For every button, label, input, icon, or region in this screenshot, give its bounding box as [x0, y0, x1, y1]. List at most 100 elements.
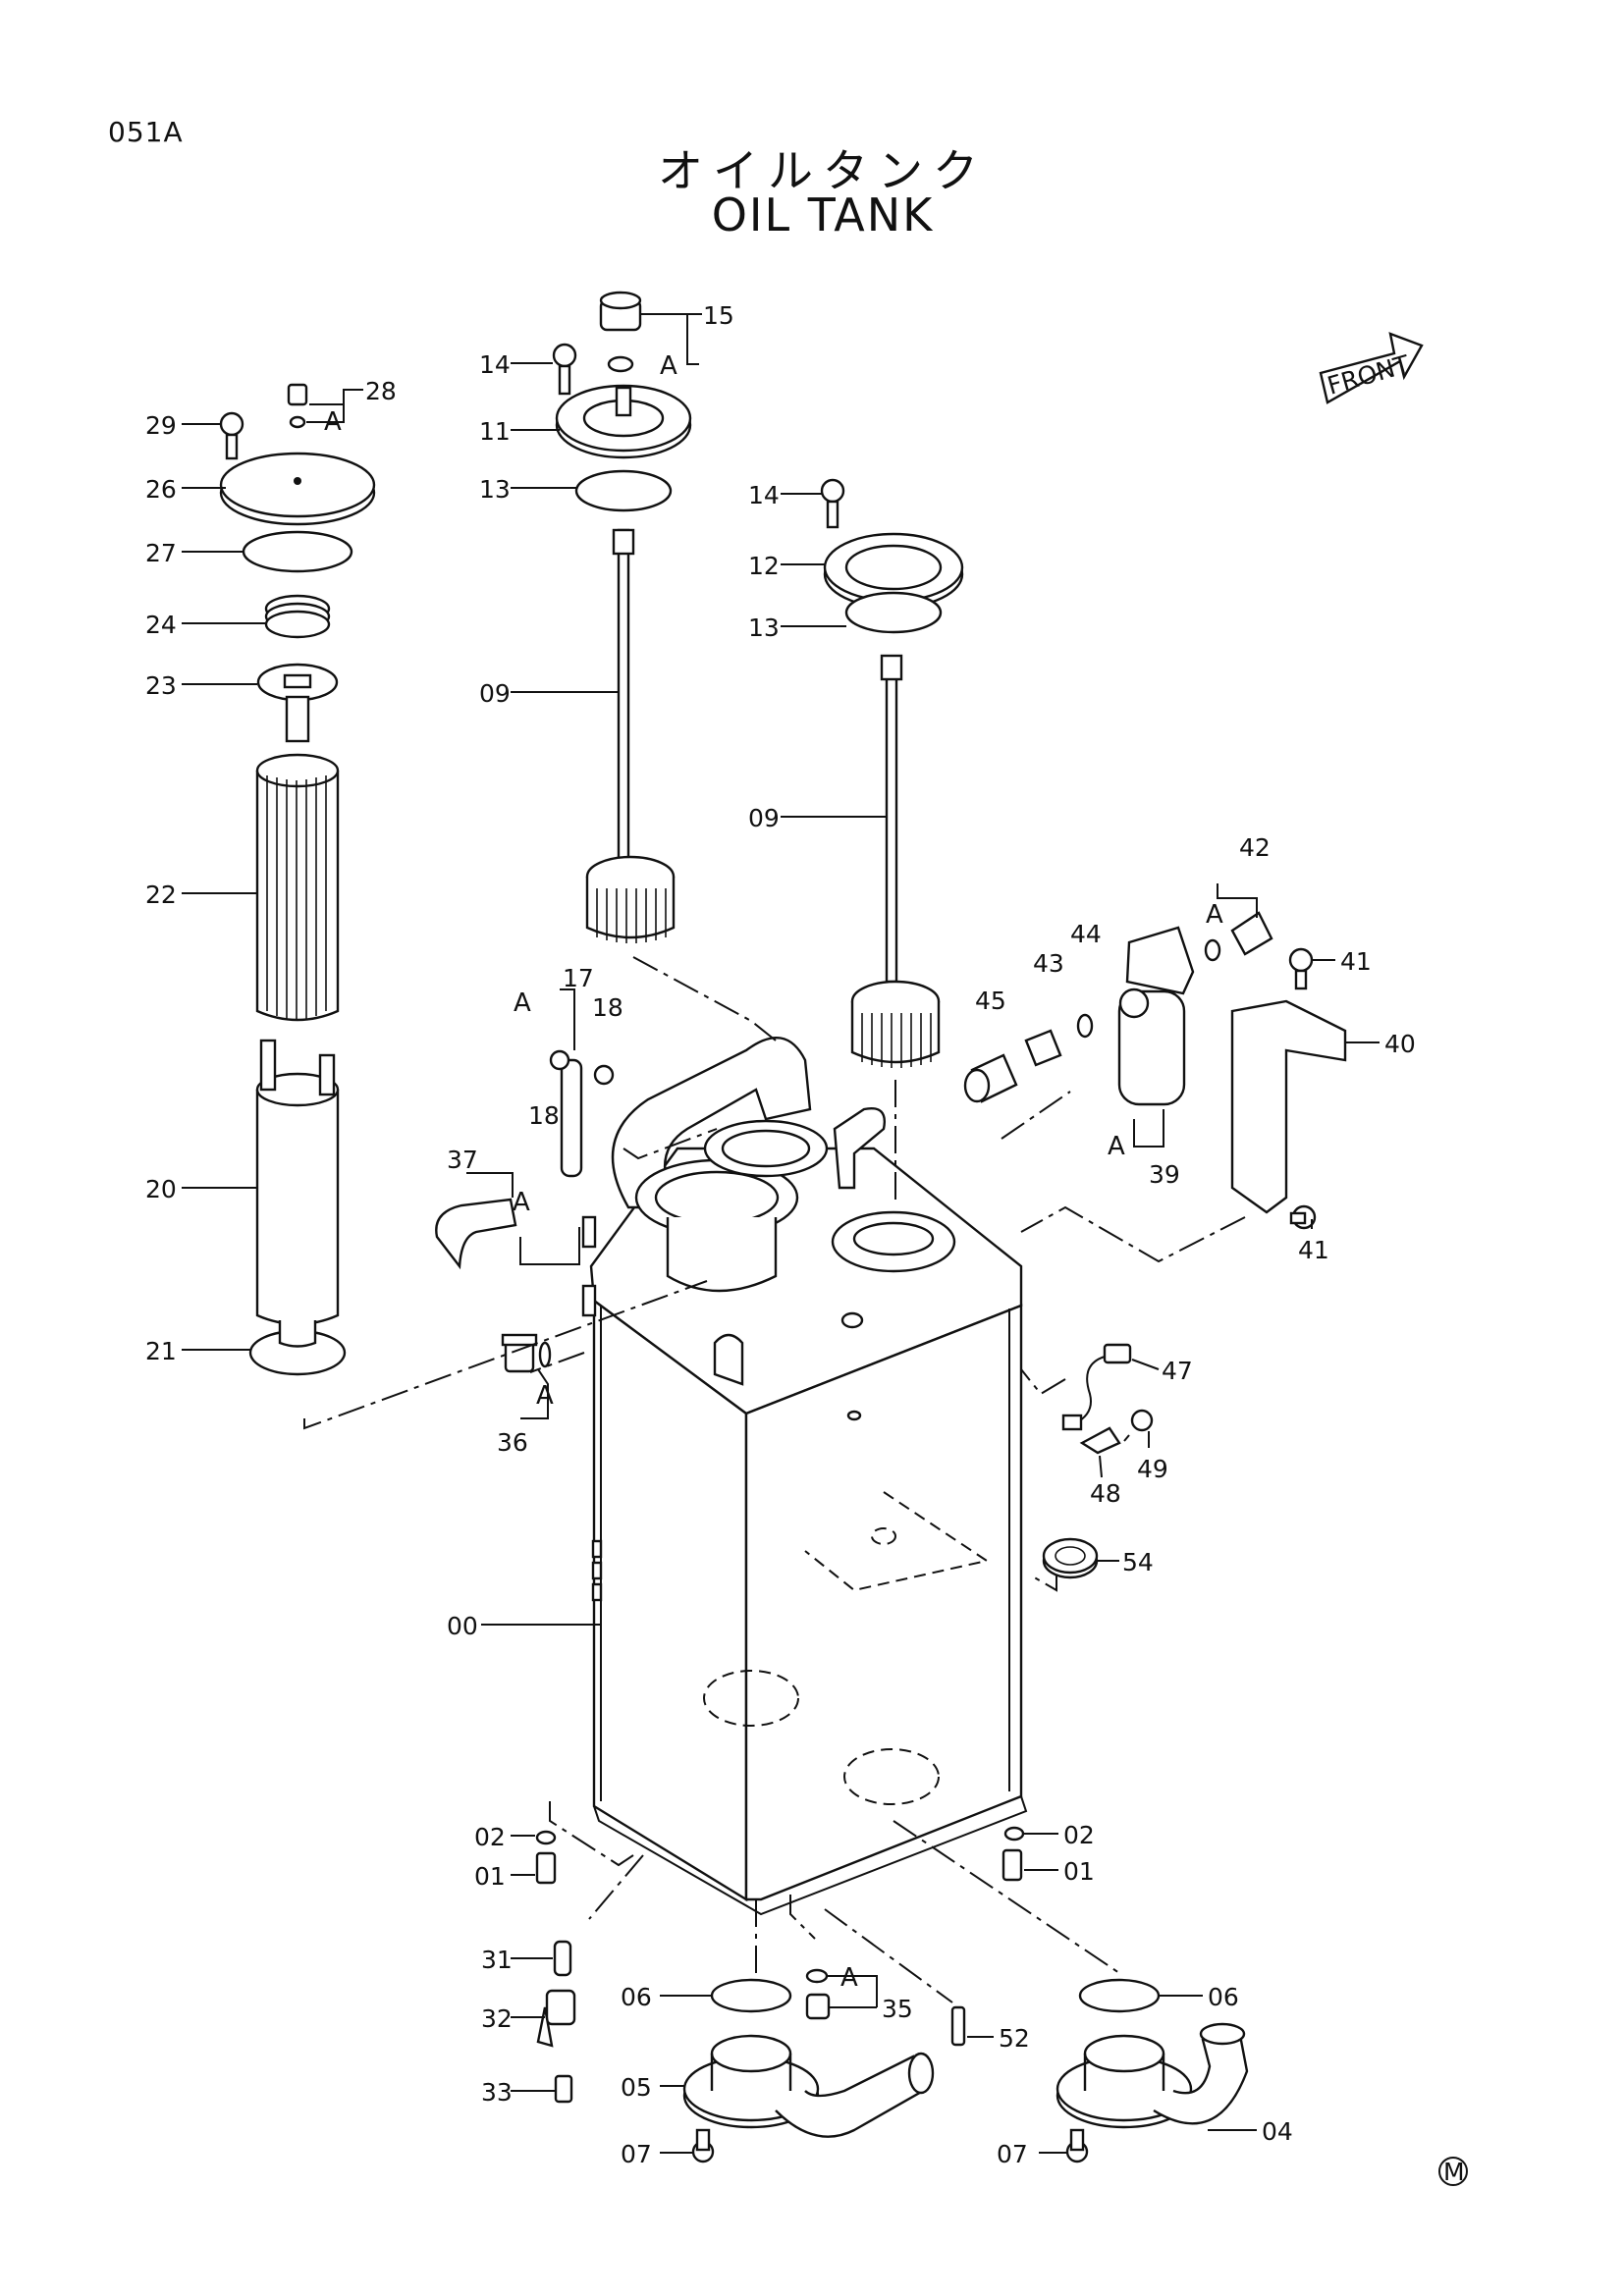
- return-pipe-assembly: [611, 1037, 886, 1293]
- group-a-36: A: [536, 1381, 554, 1411]
- callout-05: 05: [621, 2073, 652, 2102]
- gasket-13-right: [844, 591, 943, 634]
- callout-47: 47: [1162, 1357, 1193, 1385]
- oil-tank-body: [581, 1147, 1028, 1916]
- cover-11: [555, 384, 692, 459]
- group-a-28: A: [324, 407, 342, 437]
- callout-49: 49: [1137, 1455, 1168, 1483]
- callout-26: 26: [145, 475, 177, 504]
- callout-27: 27: [145, 539, 177, 567]
- callout-41-upper: 41: [1340, 947, 1372, 976]
- fitting-43: [1024, 1029, 1062, 1067]
- callout-12: 12: [748, 552, 780, 580]
- case-flange-21: [248, 1320, 347, 1376]
- strainer-09-right: [850, 654, 941, 1068]
- bolt-01-right: [1001, 1848, 1023, 1882]
- m-mark: M: [1438, 2157, 1468, 2186]
- callout-17: 17: [563, 964, 594, 992]
- o-ring-27: [242, 530, 353, 573]
- callout-13-right: 13: [748, 614, 780, 642]
- callout-09-left: 09: [479, 679, 511, 708]
- elbow-37: [435, 1198, 517, 1270]
- callout-40: 40: [1384, 1030, 1416, 1058]
- callout-14-right: 14: [748, 481, 780, 509]
- group-a-42: A: [1206, 900, 1223, 930]
- callout-labels: 29 26 27 24 23 22 20 21 28 A 14 11 13 09…: [145, 301, 1416, 2168]
- callout-11: 11: [479, 417, 511, 446]
- page-code: 051A: [108, 116, 184, 148]
- strainer-09-left: [585, 528, 676, 943]
- callout-00: 00: [447, 1612, 478, 1640]
- cap-33: [554, 2074, 573, 2104]
- callout-02-left: 02: [474, 1823, 506, 1851]
- callout-39: 39: [1149, 1160, 1180, 1189]
- callout-32: 32: [481, 2004, 513, 2033]
- callout-04: 04: [1262, 2117, 1293, 2146]
- callout-37: 37: [447, 1146, 478, 1174]
- callout-31: 31: [481, 1946, 513, 1974]
- callout-01-right: 01: [1063, 1857, 1095, 1886]
- gasket-13-left: [574, 469, 673, 512]
- callout-48: 48: [1090, 1479, 1121, 1508]
- title-english: OIL TANK: [711, 188, 935, 241]
- line-filter-39: [1117, 926, 1195, 1106]
- callout-24: 24: [145, 611, 177, 639]
- callout-15: 15: [703, 301, 734, 330]
- callout-54: 54: [1122, 1548, 1154, 1576]
- callout-09-right: 09: [748, 804, 780, 832]
- bolt-07-right: [1065, 2128, 1089, 2163]
- callout-21: 21: [145, 1337, 177, 1365]
- callout-45: 45: [975, 987, 1006, 1015]
- callout-41-lower: 41: [1298, 1236, 1329, 1264]
- o-ring-44: [1076, 1013, 1094, 1039]
- group-a-39: A: [1108, 1132, 1125, 1161]
- clamp-48: [1079, 1426, 1121, 1455]
- valve-23: [256, 663, 339, 743]
- bolt-01-left: [535, 1851, 557, 1885]
- o-ring-a-15: [607, 355, 634, 373]
- callout-22: 22: [145, 881, 177, 909]
- plug-36: [501, 1333, 552, 1373]
- front-label: FRONT: [1325, 349, 1414, 400]
- spring-24: [264, 594, 331, 639]
- title-japanese: オイルタンク: [658, 144, 988, 197]
- group-a-35: A: [840, 1963, 858, 1993]
- bolt-14-left: [552, 343, 577, 396]
- suction-elbow-04: [1056, 2022, 1249, 2129]
- callout-35: 35: [882, 1995, 913, 2023]
- callout-18-lower: 18: [528, 1101, 560, 1130]
- plug-28: [287, 383, 308, 429]
- m-mark-letter: M: [1443, 2158, 1465, 2186]
- filter-mount-flange: [831, 1210, 956, 1273]
- sensor-52: [950, 2005, 966, 2047]
- assembly-lines: [303, 956, 1246, 2003]
- o-ring-a-35: [805, 1968, 829, 1984]
- filter-cover-26: [219, 452, 376, 526]
- callout-07-left: 07: [621, 2140, 652, 2168]
- callout-02-right: 02: [1063, 1821, 1095, 1849]
- callout-13-left: 13: [479, 475, 511, 504]
- callout-36: 36: [497, 1428, 528, 1457]
- washer-02-right: [1003, 1826, 1025, 1842]
- sensor-47: [1061, 1343, 1132, 1431]
- sight-gauge-54: [1042, 1537, 1099, 1579]
- adapter-45: [963, 1053, 1018, 1103]
- callout-52: 52: [999, 2024, 1030, 2053]
- filter-case-20: [255, 1039, 340, 1326]
- callout-01-left: 01: [474, 1862, 506, 1891]
- group-a-17: A: [514, 988, 531, 1018]
- breather-cap-15: [599, 291, 642, 332]
- callout-44: 44: [1070, 920, 1102, 948]
- handle-17: [560, 1058, 583, 1178]
- callout-23: 23: [145, 671, 177, 700]
- leader-lines: [182, 313, 1380, 2154]
- callout-28: 28: [365, 377, 397, 405]
- nipple-31: [553, 1940, 572, 1977]
- group-a-37: A: [513, 1188, 530, 1217]
- front-direction-arrow: FRONT: [1319, 332, 1424, 404]
- callout-29: 29: [145, 411, 177, 440]
- group-a-15: A: [660, 351, 677, 381]
- callout-33: 33: [481, 2078, 513, 2107]
- plug-35: [805, 1993, 831, 2020]
